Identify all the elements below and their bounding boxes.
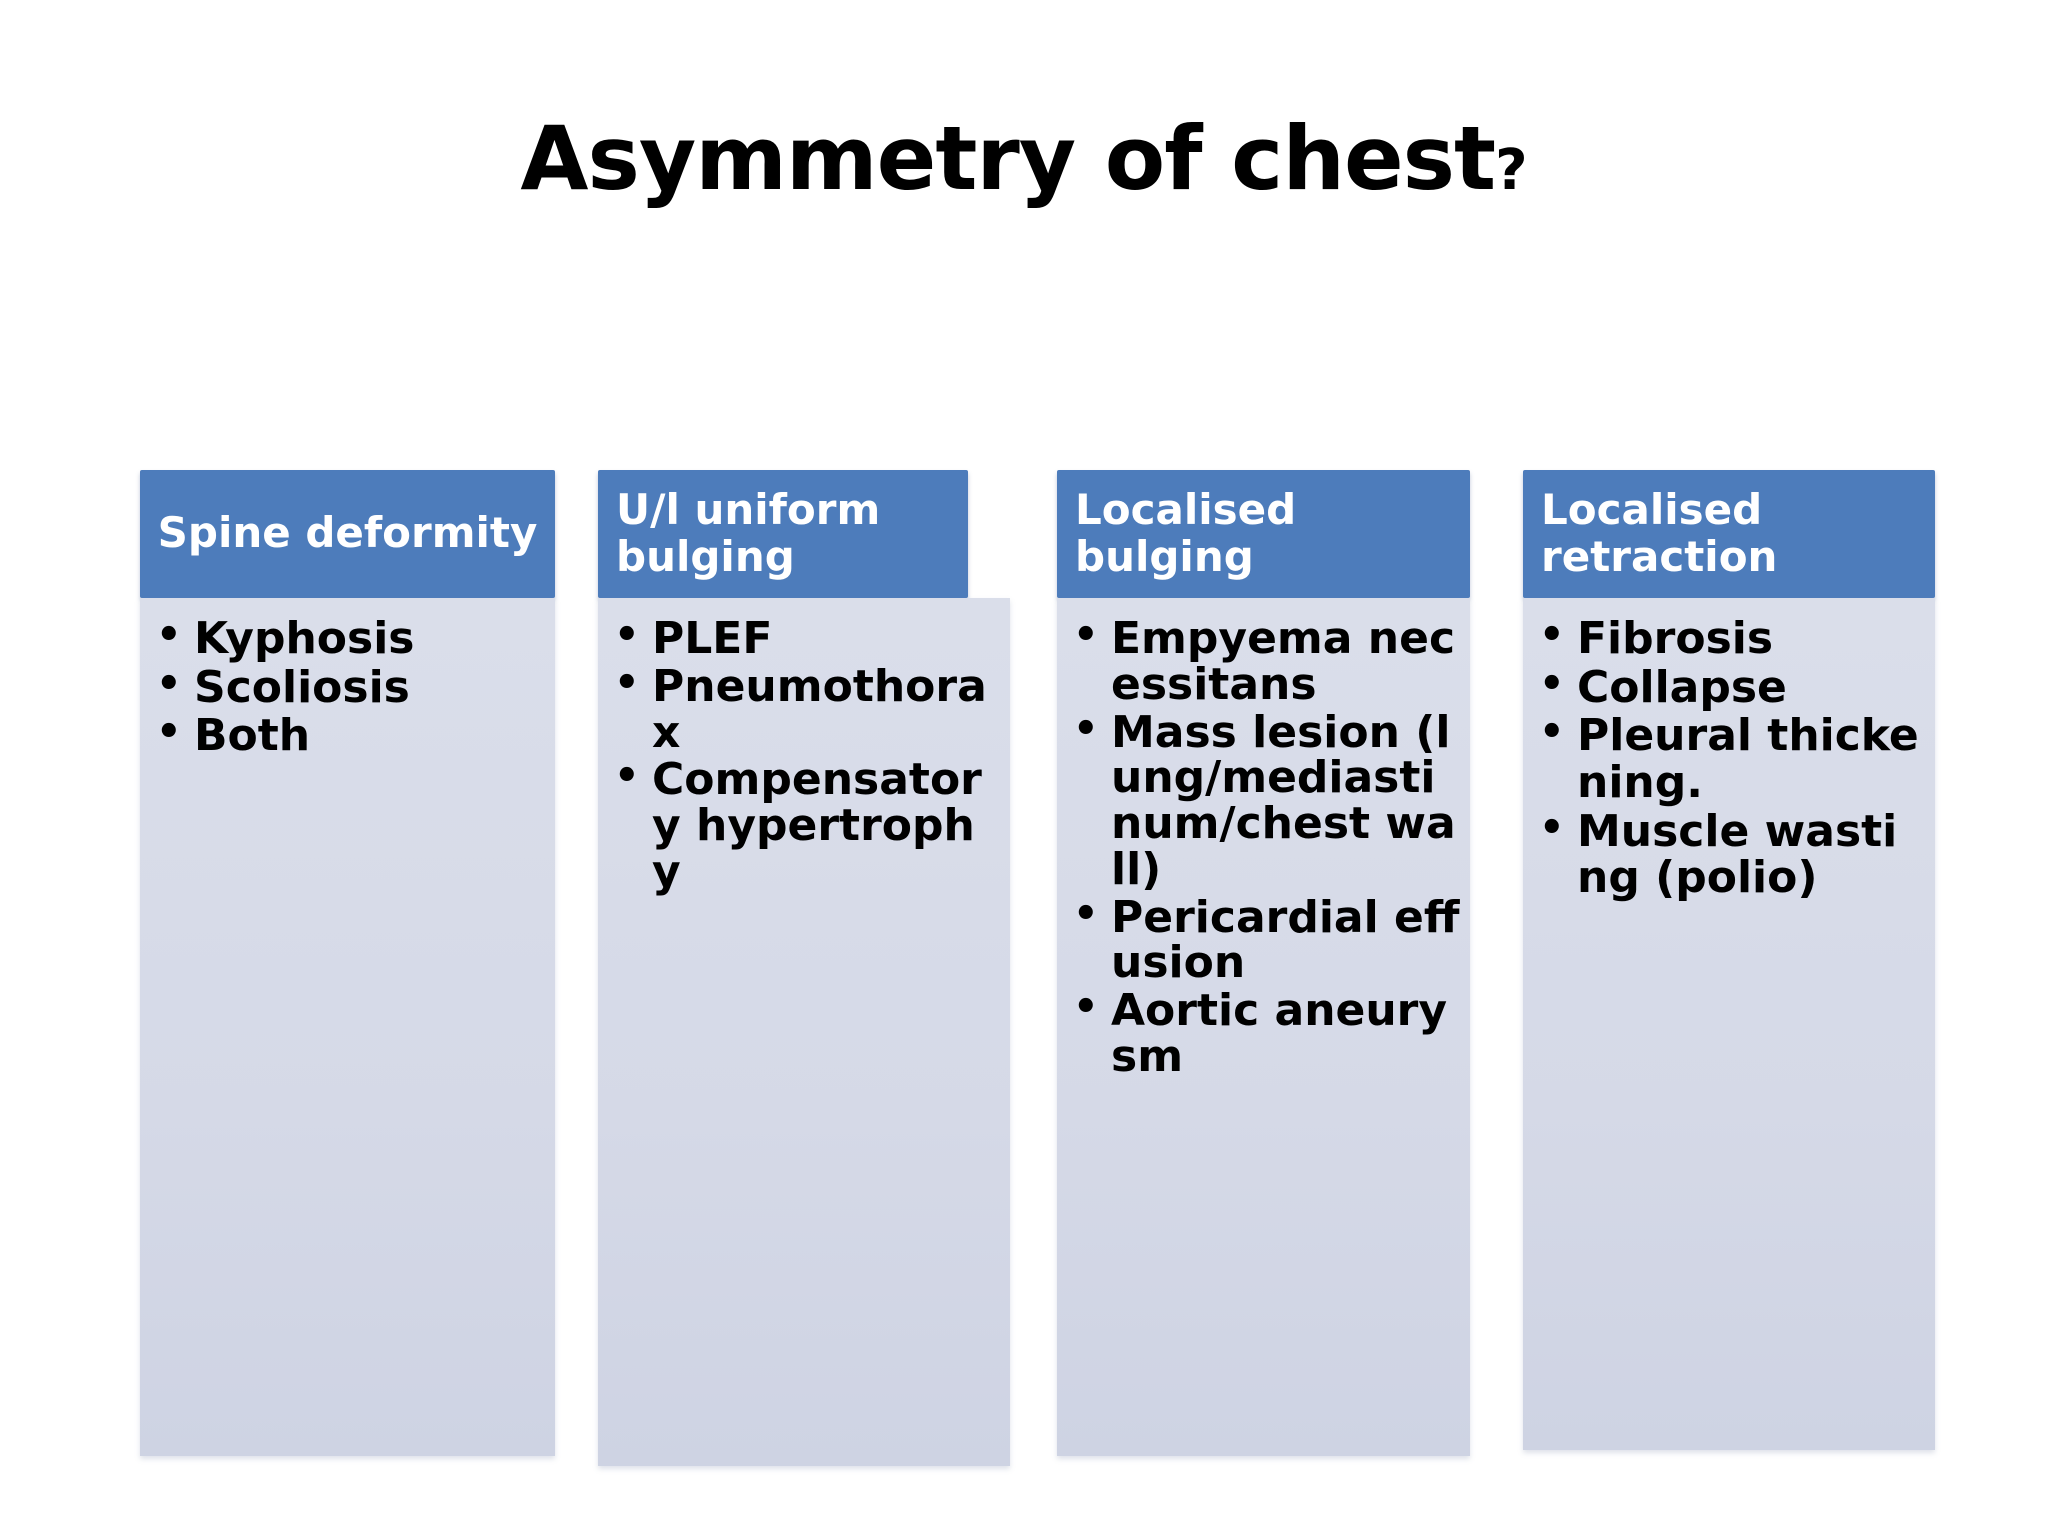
- list-item: Mass lesion (lung/mediastinum/chest wall…: [1067, 708, 1460, 893]
- list-item: Muscle wasting (polio): [1533, 806, 1925, 902]
- list-localised-retraction: Fibrosis Collapse Pleural thickening. Mu…: [1533, 614, 1925, 902]
- list-item: Fibrosis: [1533, 614, 1925, 663]
- column-header-localised-bulging: Localised bulging: [1057, 470, 1470, 598]
- list-item: Empyema necessitans: [1067, 614, 1460, 708]
- list-item: Pneumothorax: [608, 662, 1000, 756]
- column-body-spine-deformity: Kyphosis Scoliosis Both: [140, 598, 555, 1456]
- page-title-question-mark: ?: [1495, 138, 1528, 203]
- list-item: Collapse: [1533, 663, 1925, 712]
- column-header-localised-retraction: Localised retraction: [1523, 470, 1935, 598]
- column-header-spine-deformity: Spine deformity: [140, 470, 555, 598]
- list-item: Aortic aneurysm: [1067, 986, 1460, 1080]
- column-localised-bulging: Localised bulging Empyema necessitans Ma…: [1057, 470, 1470, 1456]
- list-item: Compensatory hypertrophy: [608, 755, 1000, 894]
- column-header-ul-uniform-bulging: U/l uniform bulging: [598, 470, 968, 598]
- list-item: Scoliosis: [150, 663, 545, 712]
- column-ul-uniform-bulging: U/l uniform bulging PLEF Pneumothorax Co…: [598, 470, 1010, 1466]
- column-header-label: U/l uniform bulging: [616, 484, 881, 581]
- list-item: Both: [150, 711, 545, 760]
- list-ul-uniform-bulging: PLEF Pneumothorax Compensatory hypertrop…: [608, 614, 1000, 895]
- list-item: Pleural thickening.: [1533, 711, 1925, 806]
- list-spine-deformity: Kyphosis Scoliosis Both: [150, 614, 545, 760]
- column-body-localised-bulging: Empyema necessitans Mass lesion (lung/me…: [1057, 598, 1470, 1456]
- page-title: Asymmetry of chest?: [0, 112, 2048, 205]
- page-title-text: Asymmetry of chest: [520, 107, 1496, 210]
- column-spine-deformity: Spine deformity Kyphosis Scoliosis Both: [140, 470, 555, 1456]
- column-header-label: Localised bulging: [1075, 484, 1297, 581]
- list-localised-bulging: Empyema necessitans Mass lesion (lung/me…: [1067, 614, 1460, 1080]
- column-body-ul-uniform-bulging: PLEF Pneumothorax Compensatory hypertrop…: [598, 598, 1010, 1466]
- list-item: PLEF: [608, 614, 1000, 662]
- list-item: Pericardial effusion: [1067, 893, 1460, 987]
- column-localised-retraction: Localised retraction Fibrosis Collapse P…: [1523, 470, 1935, 1450]
- column-body-localised-retraction: Fibrosis Collapse Pleural thickening. Mu…: [1523, 598, 1935, 1450]
- column-header-label: Spine deformity: [157, 508, 538, 558]
- list-item: Kyphosis: [150, 614, 545, 663]
- column-header-label: Localised retraction: [1541, 484, 1778, 581]
